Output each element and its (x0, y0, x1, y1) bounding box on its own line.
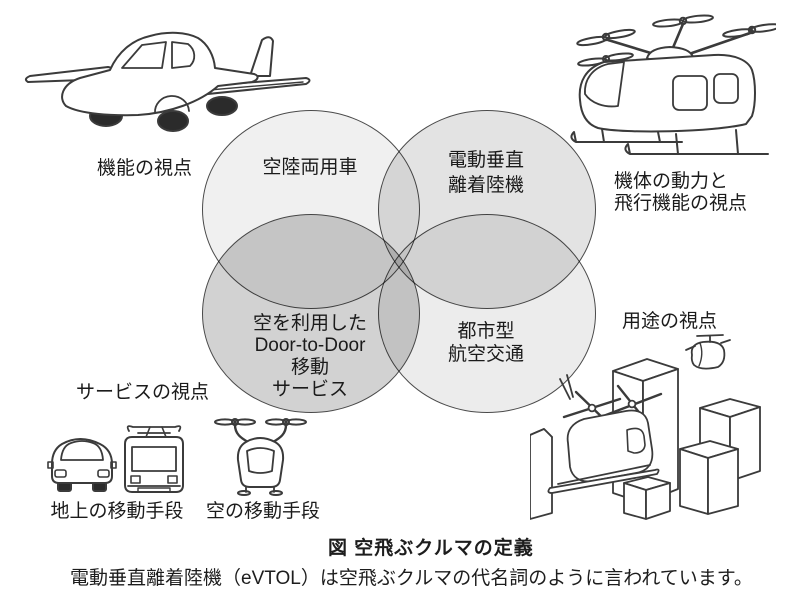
ground-vehicles-illustration (47, 425, 184, 493)
venn-label-air-land-text: 空陸両用車 (262, 157, 358, 178)
air-vehicle-icon (214, 418, 307, 496)
venn-label-air-land: 空陸両用車 (202, 152, 418, 179)
figure-note: 電動垂直離着陸機（eVTOL）は空飛ぶクルマの代名詞のように言われています。 (70, 568, 753, 589)
venn-label-service-line1: 空を利用した (252, 313, 367, 334)
viewpoint-power-label: 機体の動力と 飛行機能の視点 (614, 171, 747, 215)
venn-label-service-line3: 移動 (290, 357, 329, 378)
figure-caption: 図 空飛ぶクルマの定義 (328, 538, 534, 559)
venn-label-evtol-line2: 離着陸機 (447, 175, 524, 196)
flying-car-illustration (24, 31, 311, 132)
viewpoint-function-label: 機能の視点 (97, 158, 193, 179)
car-icon (47, 438, 117, 492)
venn-label-evtol: 電動垂直 離着陸機 (378, 148, 594, 198)
venn-label-service: 空を利用した Door-to-Door 移動 サービス (202, 313, 418, 401)
venn-label-service-line2: Door-to-Door (254, 335, 366, 356)
evtol-illustration (570, 14, 776, 155)
city-illustration (530, 334, 761, 520)
small-pod-icon (685, 334, 731, 370)
legend-air-label: 空の移動手段 (205, 501, 320, 522)
flying-vehicle-icon (547, 374, 663, 494)
tram-icon (124, 425, 184, 493)
viewpoint-service-label: サービスの視点 (76, 382, 210, 403)
viewpoint-power-line1: 機体の動力と (614, 171, 729, 192)
venn-label-urban-line1: 都市型 (457, 321, 515, 342)
venn-label-evtol-line1: 電動垂直 (447, 150, 524, 171)
venn-label-urban-line2: 航空交通 (447, 344, 524, 365)
venn-label-service-line4: サービス (271, 379, 348, 400)
venn-label-urban: 都市型 航空交通 (378, 320, 594, 366)
viewpoint-usage-label: 用途の視点 (622, 311, 718, 332)
legend-ground-label: 地上の移動手段 (50, 501, 184, 522)
viewpoint-power-line2: 飛行機能の視点 (614, 193, 748, 214)
